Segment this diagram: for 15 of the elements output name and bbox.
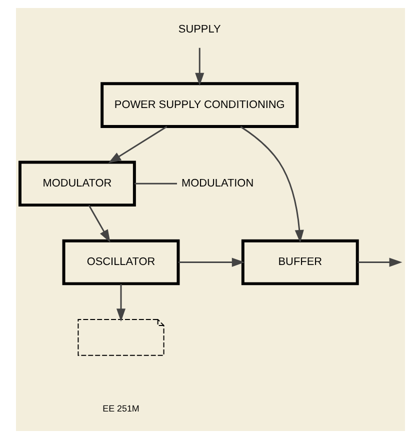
node-box: BUFFER <box>240 239 358 286</box>
arrow <box>194 48 204 86</box>
arrow <box>356 258 402 267</box>
node-box: POWER SUPPLY CONDITIONING <box>100 82 298 128</box>
arrow <box>178 258 244 267</box>
node-text: MODULATION <box>180 177 254 190</box>
arrow <box>240 126 304 243</box>
node-box: MODULATOR <box>18 160 136 207</box>
connector <box>134 182 176 184</box>
arrow <box>116 284 126 322</box>
label: EE 251M <box>102 403 139 414</box>
arrow <box>108 126 167 164</box>
node-box: OSCILLATOR <box>62 239 180 286</box>
node-text: SUPPLY <box>178 24 220 36</box>
arrow <box>88 204 110 243</box>
